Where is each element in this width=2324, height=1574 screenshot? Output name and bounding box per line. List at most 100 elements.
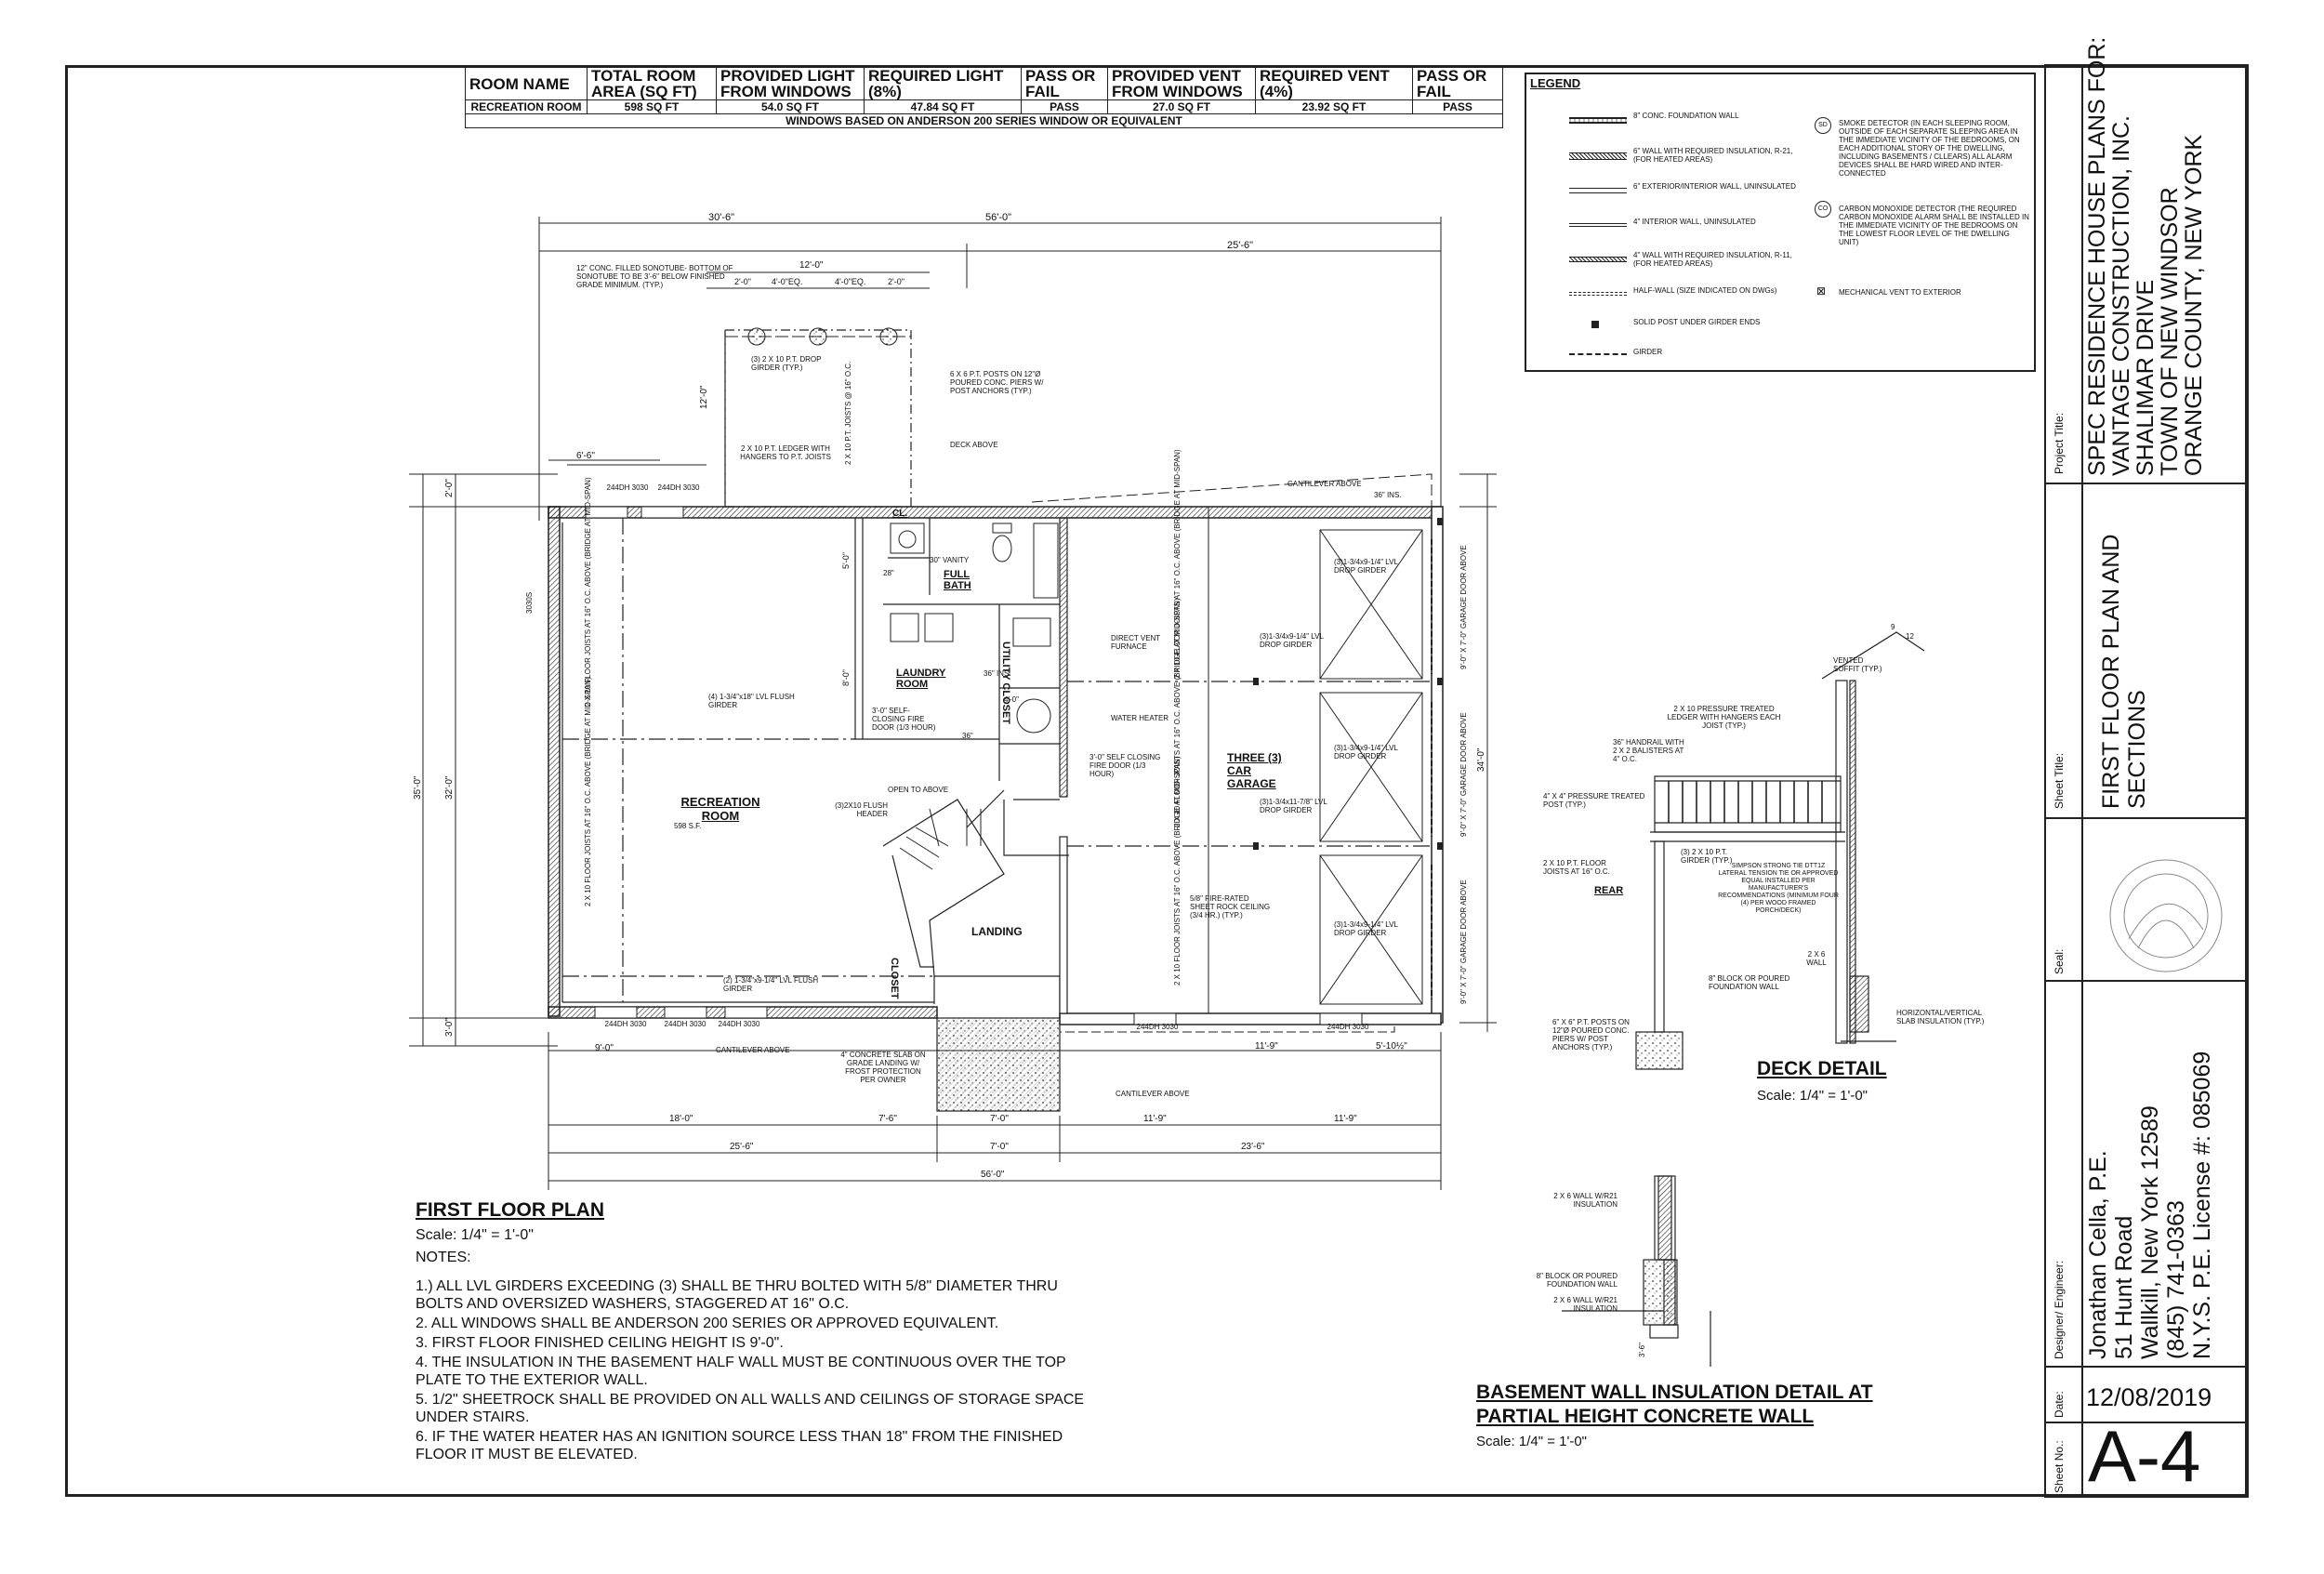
basement-title-1: BASEMENT WALL INSULATION DETAIL AT xyxy=(1476,1382,1873,1403)
project-line: VANTAGE CONSTRUCTION, INC. xyxy=(2108,115,2134,476)
garage-door-bays xyxy=(1319,529,1423,1005)
legend-item: 4" INTERIOR WALL, UNINSULATED xyxy=(1526,218,1805,234)
deck-label-joists: 2 X 10 P.T. FLOOR JOISTS AT 16" O.C. xyxy=(1543,859,1610,876)
deck-label-handrail: 36" HANDRAIL WITH 2 X 2 BALISTERS AT 4" … xyxy=(1613,738,1684,763)
callout-posts: 6 X 6 P.T. POSTS ON 12"Ø POURED CONC. PI… xyxy=(950,370,1044,395)
project-line: SPEC RESIDENCE HOUSE PLANS FOR: xyxy=(2084,36,2110,476)
engineer-seal xyxy=(2109,859,2223,972)
callout-floor-joists: 2 X 10 FLOOR JOISTS AT 16" O.C. ABOVE (B… xyxy=(1173,756,1182,985)
deck-label-post: 4" X 4" PRESSURE TREATED POST (TYP.) xyxy=(1543,792,1645,809)
project-line: TOWN OF NEW WINDSOR xyxy=(2157,187,2183,476)
dim-bot-11-9b: 11'-9" xyxy=(1143,1114,1167,1124)
legend-item: SOLID POST UNDER GIRDER ENDS xyxy=(1526,318,1805,335)
window-label: 244DH 3030 xyxy=(1136,1023,1179,1031)
designer-line: Wallkill, New York 12589 xyxy=(2137,1105,2163,1359)
legend-text: CARBON MONOXIDE DETECTOR (THE REQUIRED C… xyxy=(1839,205,2029,246)
stairs xyxy=(899,808,1005,870)
callout-cantilever-above: CANTILEVER ABOVE xyxy=(1287,480,1362,488)
legend-title: LEGEND xyxy=(1530,76,1581,90)
dim-bot-9: 9'-0" xyxy=(595,1043,614,1053)
deck-detail-scale: Scale: 1/4" = 1'-0" xyxy=(1757,1088,1868,1104)
note-item: 1.) ALL LVL GIRDERS EXCEEDING (3) SHALL … xyxy=(416,1278,1058,1312)
callout-lvl-flush2: (2) 1-3/4"x9-1/4" LVL FLUSH GIRDER xyxy=(723,976,819,993)
label-sheet-no: Sheet No.: xyxy=(2053,1440,2066,1493)
legend-item: 6" EXTERIOR/INTERIOR WALL, UNINSULATED xyxy=(1526,182,1805,199)
deck-label-posts: 6" X 6" P.T. POSTS ON 12"Ø POURED CONC. … xyxy=(1552,1018,1630,1052)
callout-garage-door: 9'-0" X 7'-0" GARAGE DOOR ABOVE xyxy=(1459,712,1468,837)
callout-drop-girder: (3) 2 X 10 P.T. DROP GIRDER (TYP.) xyxy=(751,355,822,372)
basement-label-wall-top: 2 X 6 WALL W/R21 INSULATION xyxy=(1553,1192,1618,1209)
window-label: 244DH 3030 xyxy=(606,483,649,492)
dim-deck-d: 2'-0" xyxy=(888,277,905,286)
dim-36: 36" xyxy=(962,732,973,740)
co-detector-icon: CO xyxy=(1815,201,1831,218)
basement-dim: 3'-6" xyxy=(1638,1343,1646,1357)
note-item: 3. FIRST FLOOR FINISHED CEILING HEIGHT I… xyxy=(416,1335,784,1351)
deck-detail-drawing xyxy=(1635,631,1925,1070)
callout-cantilever-above2: CANTILEVER ABOVE xyxy=(716,1046,790,1054)
callout-ledger: 2 X 10 P.T. LEDGER WITH HANGERS TO P.T. … xyxy=(740,444,831,461)
girder-lines xyxy=(562,518,1432,1002)
table-note: WINDOWS BASED ON ANDERSON 200 SERIES WIN… xyxy=(465,113,1503,128)
deck-pitch-b: 12 xyxy=(1906,632,1914,641)
plan-notes: NOTES: 1.) ALL LVL GIRDERS EXCEEDING (3)… xyxy=(416,1249,1085,1465)
dim-bot-11-9: 11'-9" xyxy=(1255,1041,1278,1052)
deck-detail-title: DECK DETAIL xyxy=(1757,1058,1887,1079)
table-row: RECREATION ROOM 598 SQ FT 54.0 SQ FT 47.… xyxy=(465,99,1503,114)
dim-overall-top: 56'-0" xyxy=(985,212,1012,223)
legend-item: HALF-WALL (SIZE INDICATED ON DWGs) xyxy=(1526,286,1805,303)
deck-label-rear: REAR xyxy=(1594,885,1624,896)
window-label: 244DH 3030 xyxy=(604,1020,647,1028)
callout-water-heater: WATER HEATER xyxy=(1111,714,1169,722)
callout-garage-drop-c: (3)1-3/4x9-1/4" LVL DROP GIRDER xyxy=(1334,920,1398,937)
deck-label-soffit: VENTED SOFFIT (TYP.) xyxy=(1833,656,1882,673)
sheet-date: 12/08/2019 xyxy=(2086,1383,2212,1411)
basement-scale: Scale: 1/4" = 1'-0" xyxy=(1476,1434,1587,1449)
dim-28: 28" xyxy=(883,569,894,577)
room-garage: THREE (3) CAR GARAGE xyxy=(1227,751,1282,790)
sheet-title-line: FIRST FLOOR PLAN AND xyxy=(2098,534,2124,809)
table-header: REQUIRED LIGHT (8%) xyxy=(864,67,1022,100)
plan-scale: Scale: 1/4" = 1'-0" xyxy=(416,1227,534,1243)
legend-item: 8" CONC. FOUNDATION WALL xyxy=(1526,112,1805,128)
project-line: SHALIMAR DRIVE xyxy=(2133,279,2159,476)
dim-2ft: 2'-0" xyxy=(444,479,455,497)
dim-left-offset: 6'-6" xyxy=(576,451,595,461)
dim-3ft: 3'-0" xyxy=(444,1018,455,1037)
legend-item: 4" WALL WITH REQUIRED INSULATION, R-11, … xyxy=(1526,251,1805,268)
dim-deck-depth: 12'-0" xyxy=(699,385,709,409)
project-line: ORANGE COUNTY, NEW YORK xyxy=(2181,134,2207,476)
callout-slab: 4" CONCRETE SLAB ON GRADE LANDING W/ FRO… xyxy=(840,1051,926,1084)
dim-4-0: 4'-0" xyxy=(1004,695,1019,704)
note-item: 5. 1/2" SHEETROCK SHALL BE PROVIDED ON A… xyxy=(416,1392,1085,1425)
label-designer: Designer/ Engineer: xyxy=(2053,1260,2066,1359)
dim-bot-7-6: 7'-6" xyxy=(878,1114,897,1124)
label-sheet-title: Sheet Title: xyxy=(2053,752,2066,809)
interior-walls xyxy=(561,517,1069,1018)
foundation-walls xyxy=(548,506,1444,1025)
callout-deck-above: DECK ABOVE xyxy=(950,441,998,449)
callout-lvl-flush: (4) 1-3/4"x18" LVL FLUSH GIRDER xyxy=(708,693,795,709)
basement-label-block: 8" BLOCK OR POURED FOUNDATION WALL xyxy=(1536,1272,1618,1289)
left-dimensions xyxy=(409,464,706,1047)
table-cell: 598 SQ FT xyxy=(587,99,717,114)
callout-garage-drop1: (3)1-3/4x9-1/4" LVL DROP GIRDER xyxy=(1260,632,1324,649)
callout-cantilever-above3: CANTILEVER ABOVE xyxy=(1116,1090,1190,1098)
table-cell: PASS xyxy=(1412,99,1503,114)
table-header: TOTAL ROOM AREA (SQ FT) xyxy=(587,67,717,100)
deck-label-tie: SIMPSON STRONG TIE DTT1Z LATERAL TENSION… xyxy=(1718,863,1839,914)
notes-title: NOTES: xyxy=(416,1250,471,1265)
deck-pitch-a: 9 xyxy=(1891,623,1895,631)
dim-deck-c: 4'-0"EQ. xyxy=(835,277,866,286)
dim-bot-11-9c: 11'-9" xyxy=(1334,1114,1357,1124)
legend-item: 6" WALL WITH REQUIRED INSULATION, R-21, … xyxy=(1526,147,1805,164)
callout-deck-joists: 2 X 10 P.T. JOISTS @ 16" O.C. xyxy=(844,361,852,465)
deck-label-block: 8" BLOCK OR POURED FOUNDATION WALL xyxy=(1709,974,1790,991)
callout-garage-drop2: (3)1-3/4x11-7/8" LVL DROP GIRDER xyxy=(1260,798,1327,814)
deck-label-ledger: 2 X 10 PRESSURE TREATED LEDGER WITH HANG… xyxy=(1667,705,1781,730)
window-label: 244DH 3030 xyxy=(718,1020,760,1028)
callout-garage-door: 9'-0" X 7'-0" GARAGE DOOR ABOVE xyxy=(1459,880,1468,1004)
table-header: REQUIRED VENT (4%) xyxy=(1255,67,1413,100)
room-recreation-area: 598 S.F. xyxy=(674,822,702,830)
dim-top-left: 30'-6" xyxy=(708,212,735,223)
